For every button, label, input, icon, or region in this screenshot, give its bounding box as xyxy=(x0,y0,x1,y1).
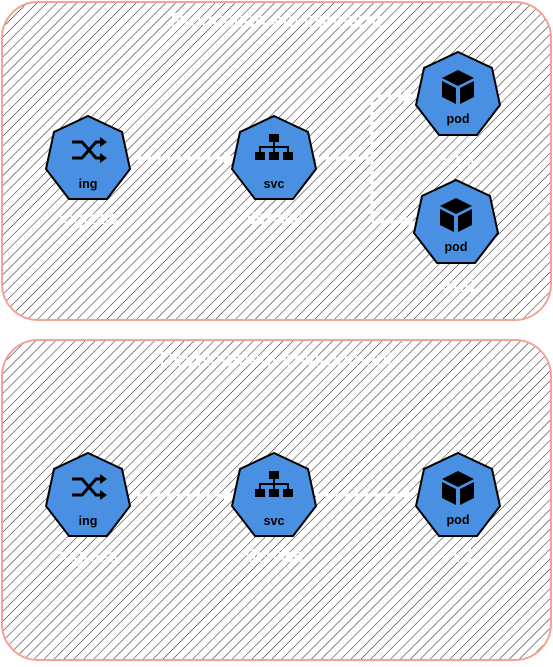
ingress-label-bottom: Ingress xyxy=(58,546,117,566)
arrowhead-pod-lower xyxy=(404,216,414,228)
sitemap-icon xyxy=(255,471,293,497)
pod-node-lower[interactable]: pod xyxy=(413,179,499,264)
arrowhead-service xyxy=(224,152,234,164)
service-badge: svc xyxy=(264,177,285,191)
arrowhead-service xyxy=(224,489,234,501)
pod-badge: pod xyxy=(447,112,470,126)
ingress-badge: ing xyxy=(79,514,98,528)
pod-badge: pod xyxy=(447,513,470,527)
top-arrowheads xyxy=(224,90,414,228)
production-panel: Production environment ing xyxy=(1,1,552,321)
arrowhead-pod-upper xyxy=(404,90,414,102)
service-label-bottom: Service xyxy=(244,546,304,566)
service-badge: svc xyxy=(264,514,285,528)
sitemap-icon xyxy=(255,134,293,160)
development-panel: Development environment ing Ingress xyxy=(1,339,552,661)
cube-icon xyxy=(442,471,474,505)
service-node-top[interactable]: svc xyxy=(231,115,317,200)
shuffle-icon xyxy=(72,140,102,160)
ingress-label-top: Ingress xyxy=(58,208,117,228)
production-panel-title: Production environment xyxy=(170,10,382,32)
cube-icon xyxy=(440,198,472,232)
ingress-badge: ing xyxy=(79,177,98,191)
cube-icon xyxy=(442,70,474,104)
development-panel-title: Development environment xyxy=(159,349,393,371)
shuffle-icon xyxy=(72,477,102,497)
service-node-bottom[interactable]: svc xyxy=(231,452,317,537)
bottom-arrowheads xyxy=(224,489,414,501)
pod-label-bottom: v1.1 xyxy=(441,546,475,566)
service-label-top: Service xyxy=(244,208,304,228)
pod-label-lower: v1.0 xyxy=(441,276,475,296)
pod-badge: pod xyxy=(445,240,468,254)
pod-label-upper: v1.1 xyxy=(443,150,477,170)
pod-node-upper[interactable]: pod xyxy=(415,51,501,136)
pod-node-bottom[interactable]: pod xyxy=(415,452,501,537)
top-connectors xyxy=(132,94,404,224)
ingress-node-top[interactable]: ing xyxy=(45,115,131,200)
arrowhead-pod xyxy=(404,489,414,501)
ingress-node-bottom[interactable]: ing xyxy=(45,452,131,537)
